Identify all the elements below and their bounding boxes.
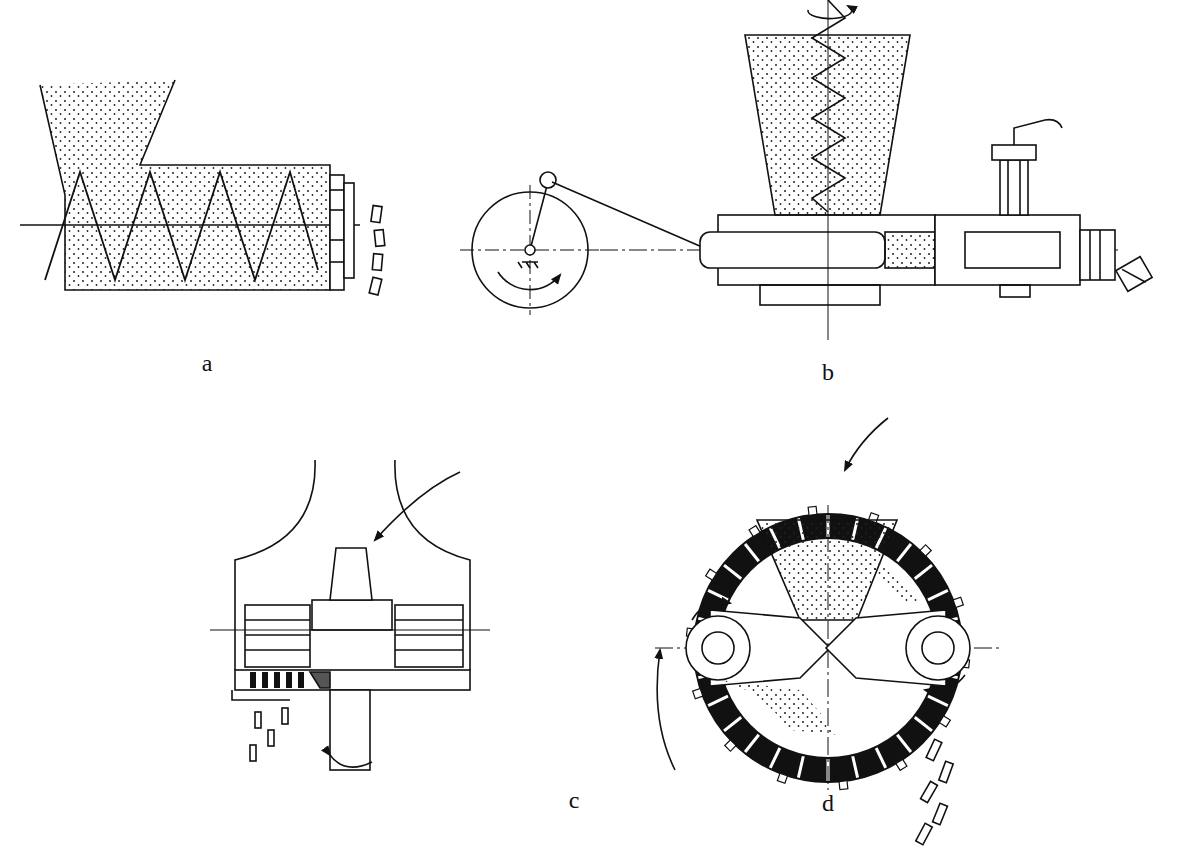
screw-extruder <box>20 80 385 295</box>
piston-press <box>460 0 1152 340</box>
figure-letter: a <box>202 351 213 375</box>
ring-die-mill <box>655 418 1000 845</box>
flat-die-mill <box>210 460 490 770</box>
figure-letter: b <box>822 360 834 384</box>
figure-letter: d <box>822 791 834 815</box>
figure-letter: c <box>569 788 580 812</box>
